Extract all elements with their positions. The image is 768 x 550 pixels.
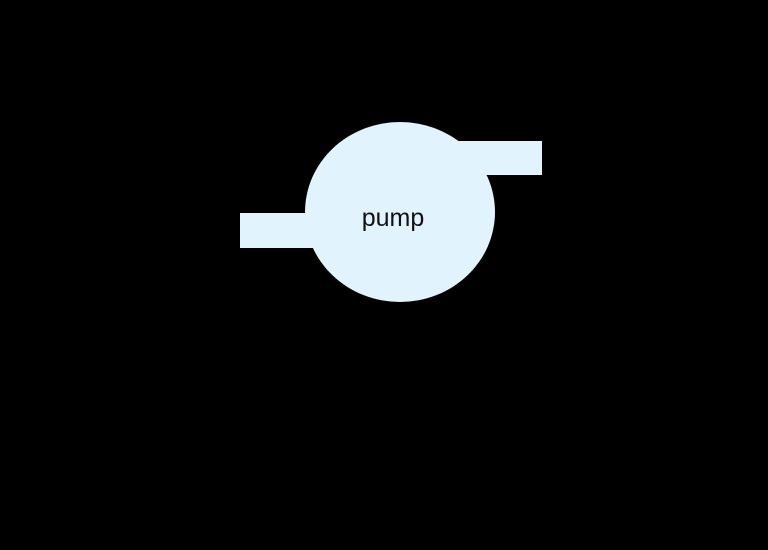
pump-node[interactable]: pump (240, 122, 542, 302)
pump-label: pump (362, 204, 425, 232)
pump-body (305, 122, 495, 302)
